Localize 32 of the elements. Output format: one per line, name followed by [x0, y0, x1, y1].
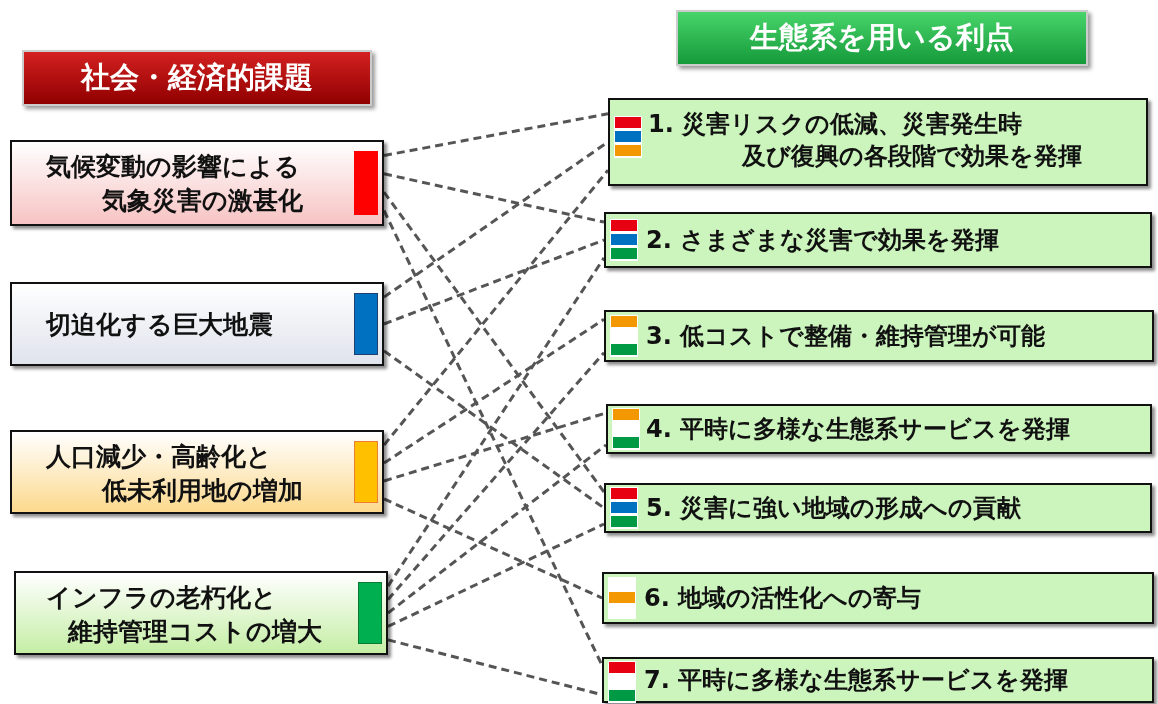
box-text: 3. 低コストで整備・維持管理が可能 — [646, 321, 1046, 352]
dashed-connector — [387, 522, 605, 628]
box-text: 5. 災害に強い地域の形成への貢献 — [646, 493, 1022, 524]
issue-box — [10, 282, 384, 366]
dashed-connector — [383, 318, 605, 465]
dashed-connector — [383, 112, 609, 157]
box-text: 人口減少・高齢化と低未利用地の増加 — [46, 441, 303, 507]
box-text: インフラの老朽化と維持管理コストの増大 — [46, 582, 322, 648]
benefit-box — [608, 98, 1148, 186]
dashed-connector — [383, 497, 603, 600]
benefit-box — [604, 310, 1154, 362]
issue-box — [10, 430, 384, 514]
benefit-box — [602, 657, 1154, 703]
issue-box — [14, 571, 388, 655]
benefit-box — [606, 404, 1152, 454]
issue-box — [10, 140, 384, 226]
dashed-connector — [383, 349, 605, 510]
box-text: 6. 地域の活性化への寄与 — [644, 583, 922, 614]
dashed-connector — [387, 443, 607, 615]
dashed-connector — [383, 172, 605, 224]
dashed-connector — [383, 238, 605, 326]
box-text: 切迫化する巨大地震 — [46, 309, 273, 341]
box-text: 気候変動の影響による気象災害の激甚化 — [46, 151, 303, 217]
box-text: 1. 災害リスクの低減、災害発生時及び復興の各段階で効果を発揮 — [648, 109, 1082, 173]
box-text: 2. さまざまな災害で効果を発揮 — [646, 225, 1000, 256]
benefit-box — [604, 212, 1152, 268]
benefit-box — [602, 572, 1154, 624]
heading-banner: 生態系を用いる利点 — [676, 10, 1088, 66]
box-text: 7. 平時に多様な生態系サービスを発揮 — [644, 665, 1069, 696]
box-text: 4. 平時に多様な生態系サービスを発揮 — [646, 414, 1071, 445]
heading-banner: 社会・経済的課題 — [22, 50, 372, 106]
benefit-box — [604, 483, 1152, 533]
